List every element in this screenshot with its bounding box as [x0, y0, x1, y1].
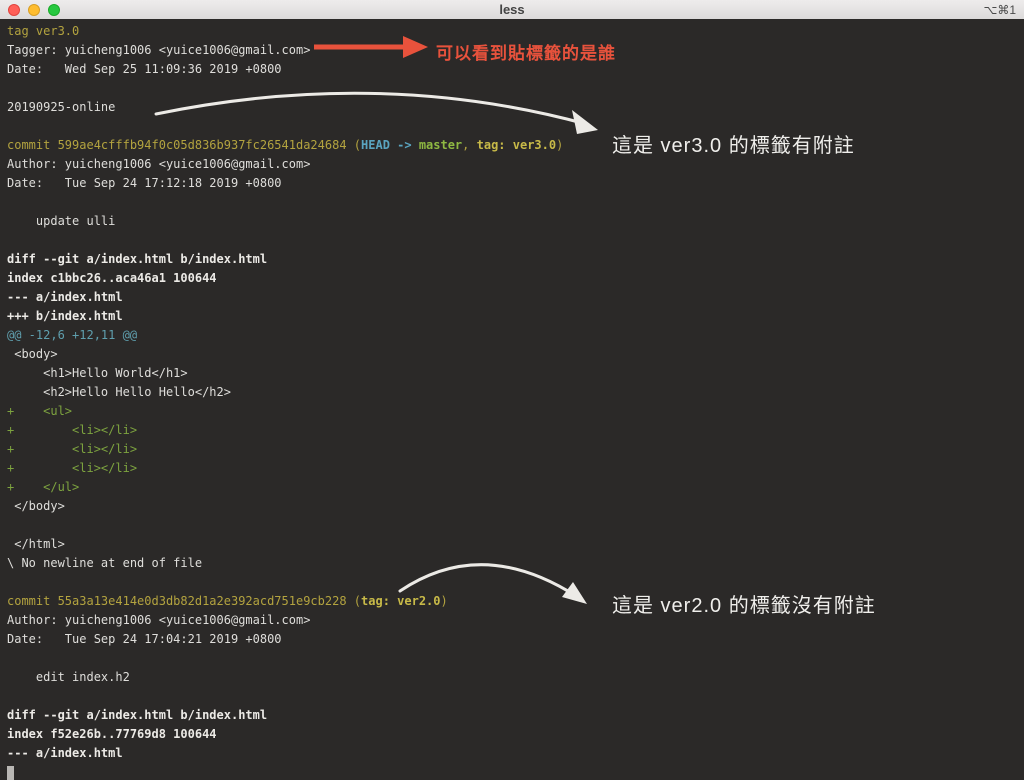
- titlebar[interactable]: less ⌥⌘1: [0, 0, 1024, 20]
- terminal-line: [7, 649, 1024, 668]
- terminal-line: --- a/index.html: [7, 288, 1024, 307]
- terminal-line: [7, 231, 1024, 250]
- terminal-line: [7, 117, 1024, 136]
- terminal-text-segment: Author: yuicheng1006 <yuice1006@gmail.co…: [7, 157, 311, 171]
- terminal-text-segment: tag: ver3.0: [476, 138, 557, 152]
- terminal-text-segment: <h2>Hello Hello Hello</h2>: [7, 385, 231, 399]
- terminal-text-segment: Date: Wed Sep 25 11:09:36 2019 +0800: [7, 62, 282, 76]
- terminal-text-segment: Author: yuicheng1006 <yuice1006@gmail.co…: [7, 613, 311, 627]
- terminal-line: <body>: [7, 345, 1024, 364]
- zoom-button[interactable]: [48, 3, 60, 16]
- window-shortcut-label: ⌥⌘1: [983, 2, 1016, 17]
- terminal-text-segment: commit 599ae4cfffb94f0c05d836b937fc26541…: [7, 138, 362, 152]
- terminal-line: diff --git a/index.html b/index.html: [7, 706, 1024, 725]
- terminal-text-segment: ,: [462, 138, 477, 152]
- terminal-line: diff --git a/index.html b/index.html: [7, 250, 1024, 269]
- terminal-text-segment: \ No newline at end of file: [7, 556, 203, 570]
- terminal-text-segment: index f52e26b..77769d8 100644: [7, 727, 217, 741]
- annotation-tagger-note: 可以看到貼標籤的是誰: [436, 44, 616, 63]
- terminal-text-segment: @@ -12,6 +12,11 @@: [7, 328, 138, 342]
- terminal-text-segment: Tagger: yuicheng1006 <yuice1006@gmail.co…: [7, 43, 311, 57]
- terminal-line: [7, 687, 1024, 706]
- close-button[interactable]: [8, 3, 20, 16]
- terminal-text-segment: ): [440, 594, 448, 608]
- terminal-text-segment: </html>: [7, 537, 65, 551]
- terminal-line: index f52e26b..77769d8 100644: [7, 725, 1024, 744]
- terminal-text-segment: update ulli: [7, 214, 116, 228]
- terminal-text-segment: + <li></li>: [7, 461, 138, 475]
- terminal-text-segment: master: [418, 138, 463, 152]
- terminal-line: \ No newline at end of file: [7, 554, 1024, 573]
- terminal-line: Date: Tue Sep 24 17:12:18 2019 +0800: [7, 174, 1024, 193]
- terminal-text-segment: + <li></li>: [7, 423, 138, 437]
- terminal-text-segment: --- a/index.html: [7, 746, 123, 760]
- terminal-line: 20190925-online: [7, 98, 1024, 117]
- terminal-line: [7, 516, 1024, 535]
- terminal-text-segment: diff --git a/index.html b/index.html: [7, 252, 268, 266]
- terminal-text-segment: <body>: [7, 347, 58, 361]
- terminal-text-segment: diff --git a/index.html b/index.html: [7, 708, 268, 722]
- terminal-line: edit index.h2: [7, 668, 1024, 687]
- terminal-text-segment: commit 55a3a13e414e0d3db82d1a2e392acd751…: [7, 594, 362, 608]
- terminal-text-segment: +++ b/index.html: [7, 309, 123, 323]
- terminal-text-segment: ): [556, 138, 564, 152]
- terminal-line: </html>: [7, 535, 1024, 554]
- terminal-text-segment: + <ul>: [7, 404, 73, 418]
- terminal-line: Date: Wed Sep 25 11:09:36 2019 +0800: [7, 60, 1024, 79]
- terminal-text-segment: Date: Tue Sep 24 17:04:21 2019 +0800: [7, 632, 282, 646]
- terminal-text-segment: --- a/index.html: [7, 290, 123, 304]
- terminal-line: + <li></li>: [7, 440, 1024, 459]
- window-title: less: [499, 2, 525, 17]
- terminal-text-segment: 20190925-online: [7, 100, 116, 114]
- terminal-text-segment: index c1bbc26..aca46a1 100644: [7, 271, 217, 285]
- traffic-lights: [8, 0, 60, 19]
- terminal-line: Author: yuicheng1006 <yuice1006@gmail.co…: [7, 155, 1024, 174]
- terminal-text-segment: tag: ver2.0: [361, 594, 441, 608]
- terminal-line: + <li></li>: [7, 459, 1024, 478]
- terminal-line: update ulli: [7, 212, 1024, 231]
- terminal-line: @@ -12,6 +12,11 @@: [7, 326, 1024, 345]
- terminal-text-segment: </body>: [7, 499, 65, 513]
- terminal-text-segment: + <li></li>: [7, 442, 138, 456]
- terminal-text-segment: Date: Tue Sep 24 17:12:18 2019 +0800: [7, 176, 282, 190]
- annotation-ver3-note: 這是 ver3.0 的標籤有附註: [612, 135, 855, 157]
- terminal-line: + <li></li>: [7, 421, 1024, 440]
- annotation-ver2-note: 這是 ver2.0 的標籤沒有附註: [612, 595, 876, 617]
- terminal-line: + <ul>: [7, 402, 1024, 421]
- terminal-line: <h1>Hello World</h1>: [7, 364, 1024, 383]
- minimize-button[interactable]: [28, 3, 40, 16]
- terminal-line: </body>: [7, 497, 1024, 516]
- terminal-line: Author: yuicheng1006 <yuice1006@gmail.co…: [7, 611, 1024, 630]
- terminal-line: <h2>Hello Hello Hello</h2>: [7, 383, 1024, 402]
- terminal-line: + </ul>: [7, 478, 1024, 497]
- terminal-line: commit 55a3a13e414e0d3db82d1a2e392acd751…: [7, 592, 1024, 611]
- terminal-text-segment: edit index.h2: [7, 670, 130, 684]
- terminal-line: [7, 79, 1024, 98]
- terminal-line: +++ b/index.html: [7, 307, 1024, 326]
- terminal-line: --- a/index.html: [7, 744, 1024, 763]
- terminal-line: [7, 193, 1024, 212]
- terminal-line: tag ver3.0: [7, 22, 1024, 41]
- terminal-text-segment: HEAD ->: [361, 138, 419, 152]
- terminal-line: Date: Tue Sep 24 17:04:21 2019 +0800: [7, 630, 1024, 649]
- terminal-line: [7, 763, 1024, 780]
- terminal-line: Tagger: yuicheng1006 <yuice1006@gmail.co…: [7, 41, 1024, 60]
- terminal-line: commit 599ae4cfffb94f0c05d836b937fc26541…: [7, 136, 1024, 155]
- terminal-text-segment: + </ul>: [7, 480, 80, 494]
- terminal-text-segment: <h1>Hello World</h1>: [7, 366, 188, 380]
- terminal-text-segment: tag ver3.0: [7, 24, 80, 38]
- terminal-line: index c1bbc26..aca46a1 100644: [7, 269, 1024, 288]
- terminal-cursor: [7, 765, 14, 780]
